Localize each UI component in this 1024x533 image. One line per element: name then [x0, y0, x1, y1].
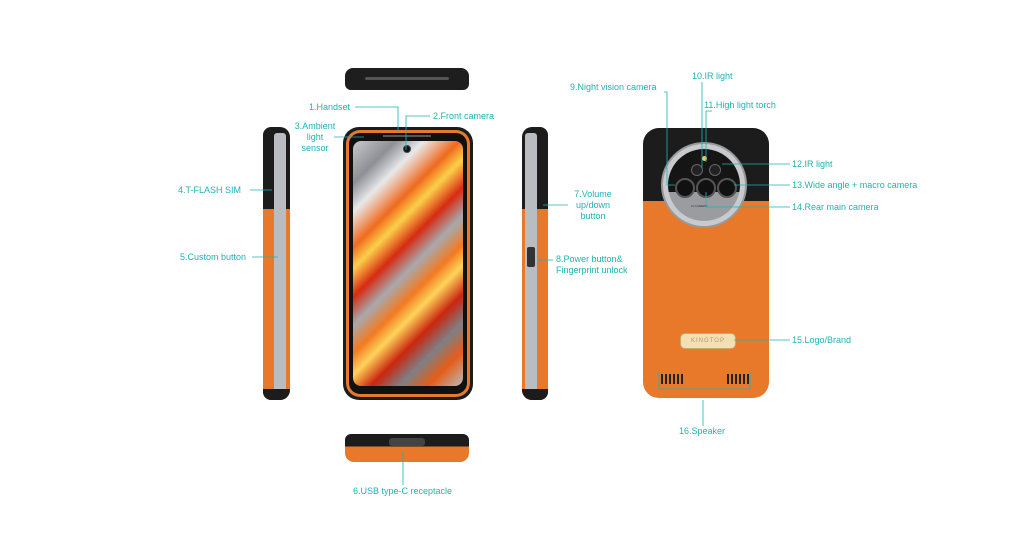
phone-bottom-view — [345, 434, 469, 462]
label-custom-button: 5.Custom button — [180, 252, 247, 262]
label-line: 7.Volume — [574, 189, 612, 199]
phone-left-side — [263, 127, 290, 400]
label-line: 3.Ambient — [294, 121, 336, 131]
label-tflash-sim: 4.T-FLASH SIM — [178, 185, 242, 195]
label-line: button — [580, 211, 606, 221]
label-line: sensor — [301, 143, 329, 153]
label-line: Fingerprint unlock — [556, 265, 628, 275]
label-logo-brand: 15.Logo/Brand — [792, 335, 852, 345]
label-ir-light-right: 12.IR light — [792, 159, 833, 169]
earpiece — [383, 135, 431, 137]
label-line: up/down — [575, 200, 611, 210]
night-vision-lens — [675, 178, 695, 198]
speaker-grille-right — [727, 374, 749, 384]
label-volume-button: 7.Volume up/down button — [568, 189, 618, 222]
label-usb-typec: 6.USB type-C receptacle — [353, 486, 453, 496]
brand-logo: KINGTOP — [680, 333, 736, 349]
ir-light-right — [709, 164, 721, 176]
label-speaker: 16.Speaker — [679, 426, 726, 436]
label-line: 8.Power button& — [556, 254, 623, 264]
label-front-camera: 2.Front camera — [433, 111, 495, 121]
camera-ring-text: AI CAMERA — [691, 204, 708, 208]
label-ambient-light-sensor: 3.Ambient light sensor — [292, 121, 338, 154]
label-line: light — [306, 132, 324, 142]
ir-light-left — [691, 164, 703, 176]
label-rear-main-camera: 14.Rear main camera — [792, 202, 879, 212]
phone-back-view: AI CAMERA KINGTOP — [643, 128, 769, 398]
camera-ring: AI CAMERA — [661, 142, 747, 228]
label-wide-macro-camera: 13.Wide angle + macro camera — [792, 180, 918, 190]
wide-camera-lens — [717, 178, 737, 198]
phone-top-view — [345, 68, 469, 90]
usb-port — [389, 438, 425, 446]
front-camera-icon — [403, 145, 411, 153]
torch-icon — [702, 156, 707, 161]
phone-screen — [353, 141, 463, 386]
phone-front-view — [343, 127, 473, 400]
label-power-button: 8.Power button& Fingerprint unlock — [556, 254, 628, 276]
label-handset: 1.Handset — [309, 102, 351, 112]
label-torch: 11.High light torch — [704, 100, 776, 110]
power-button — [527, 247, 535, 267]
label-ir-light-top: 10.IR light — [692, 71, 733, 81]
phone-right-side — [522, 127, 548, 400]
label-night-vision-camera: 9.Night vision camera — [570, 82, 657, 92]
speaker-grille-left — [661, 374, 683, 384]
